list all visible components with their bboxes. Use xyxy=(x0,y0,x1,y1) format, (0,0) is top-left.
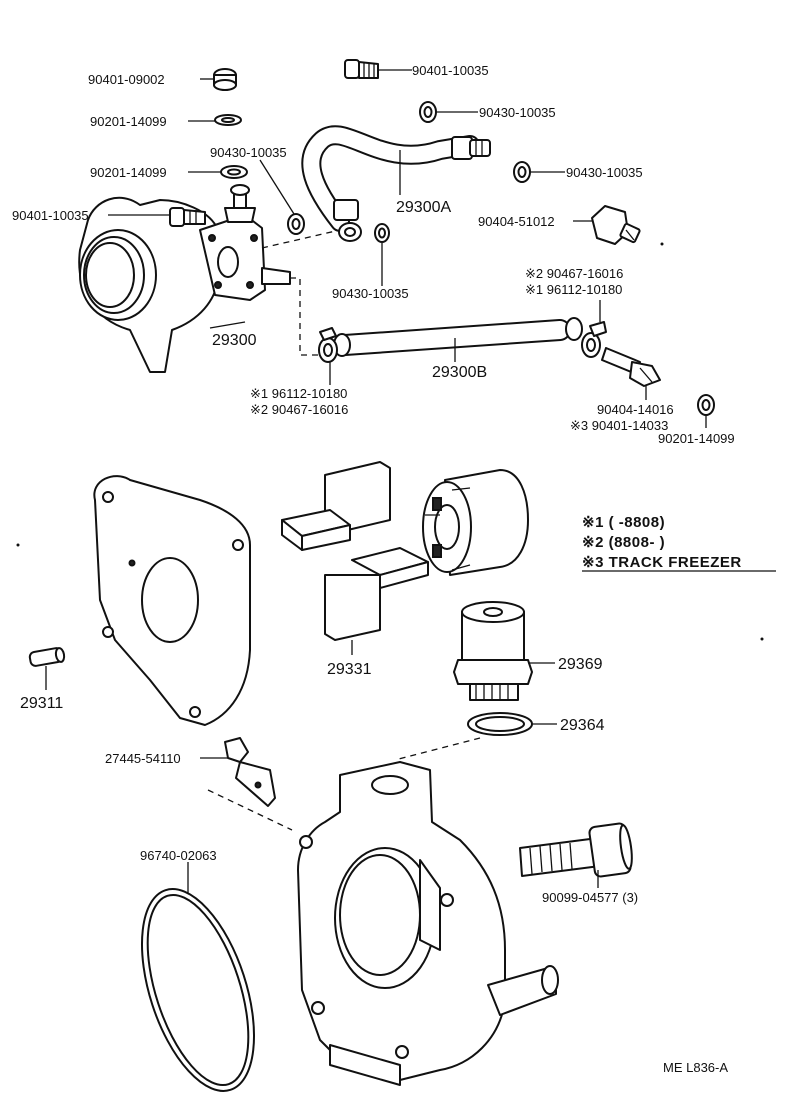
label-29311: 29311 xyxy=(20,695,63,712)
label-96112-10180-right: ※1 96112-10180 xyxy=(525,282,622,297)
cap-bolt-part xyxy=(519,822,633,878)
label-29300b: 29300B xyxy=(432,364,487,381)
label-27445-54110: 27445-54110 xyxy=(105,751,181,766)
vane-blade-part xyxy=(281,461,391,551)
label-90430-10035-a: 90430-10035 xyxy=(210,145,287,160)
label-90099-04577: 90099-04577 (3) xyxy=(542,890,638,905)
label-29369: 29369 xyxy=(558,656,603,673)
vane-blade-part xyxy=(324,547,429,641)
hose-clip-part xyxy=(581,321,607,358)
label-96740-02063: 96740-02063 xyxy=(140,848,217,863)
union-fitting-part xyxy=(601,347,661,387)
union-fitting-part xyxy=(591,205,641,245)
label-90201-14099-b: 90201-14099 xyxy=(90,165,167,180)
label-29364: 29364 xyxy=(560,717,605,734)
diagram-code: ME L836-A xyxy=(663,1060,728,1075)
label-90401-09002: 90401-09002 xyxy=(88,72,165,87)
bolt-cap-part xyxy=(213,68,237,91)
label-29300a: 29300A xyxy=(396,199,451,216)
label-90404-14016: 90404-14016 xyxy=(597,402,674,417)
label-90467-16016-right: ※2 90467-16016 xyxy=(525,266,623,281)
bracket-part xyxy=(224,737,276,807)
label-90430-10035-b: 90430-10035 xyxy=(479,105,556,120)
banjo-bolt-part xyxy=(344,59,379,79)
label-90467-16016-left: ※2 90467-16016 xyxy=(250,402,348,417)
speck xyxy=(660,242,664,246)
rotor-part xyxy=(422,469,529,576)
label-90201-14099-a: 90201-14099 xyxy=(90,114,167,129)
gasket-ring-part xyxy=(467,712,533,736)
label-90430-10035-c: 90430-10035 xyxy=(566,165,643,180)
legend-line-2: ※2 (8808- ) xyxy=(582,534,665,551)
hose-29300a xyxy=(301,125,491,242)
hose-29300b xyxy=(333,317,583,357)
cover-plate-part xyxy=(93,475,251,726)
speck xyxy=(16,543,20,547)
label-96112-10180-left: ※1 96112-10180 xyxy=(250,386,347,401)
label-29300: 29300 xyxy=(212,332,257,349)
o-ring-part xyxy=(140,888,256,1092)
legend-block: ※1 ( -8808) ※2 (8808- ) ※3 TRACK FREEZER xyxy=(582,514,776,572)
label-29331: 29331 xyxy=(327,661,372,678)
banjo-bolt-part xyxy=(169,207,206,227)
label-90401-10035-a: 90401-10035 xyxy=(412,63,489,78)
check-valve-part xyxy=(453,601,533,701)
legend-line-1: ※1 ( -8808) xyxy=(582,514,665,531)
label-90404-51012: 90404-51012 xyxy=(478,214,555,229)
label-90401-14033: ※3 90401-14033 xyxy=(570,418,668,433)
vacuum-pump-body xyxy=(78,184,291,373)
pump-housing-part xyxy=(297,761,559,1086)
legend-line-3: ※3 TRACK FREEZER xyxy=(582,554,742,571)
speck xyxy=(760,637,764,641)
pin-29311 xyxy=(28,647,66,667)
label-90201-14099-c: 90201-14099 xyxy=(658,431,735,446)
label-90430-10035-d: 90430-10035 xyxy=(332,286,409,301)
hose-clip-part xyxy=(318,327,338,363)
label-90401-10035-b: 90401-10035 xyxy=(12,208,89,223)
